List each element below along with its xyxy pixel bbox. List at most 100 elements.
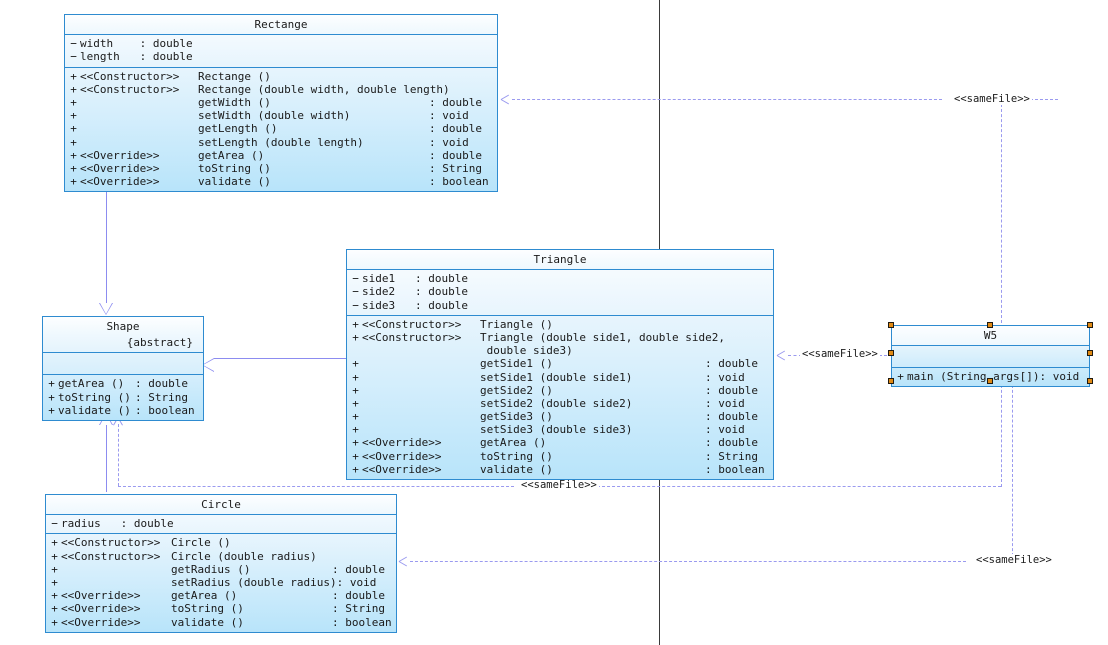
selection-handle-middle-left[interactable] <box>888 350 894 356</box>
operation-row-continuation: double side3) <box>347 344 773 357</box>
selection-handle-top-center[interactable] <box>987 322 993 328</box>
operation-row: + setWidth (double width) : void <box>65 109 497 122</box>
class-box-circle[interactable]: Circle − radius : double + <<Constructor… <box>45 494 397 633</box>
operation-visibility: + <box>897 370 904 384</box>
operation-signature: setRadius (double radius) <box>171 575 337 589</box>
attribute-row: − length : double <box>65 50 497 63</box>
generalization-circle-shape-line <box>106 425 107 492</box>
class-title-rectange: Rectange <box>65 15 497 35</box>
operation-visibility: + <box>352 410 359 424</box>
operation-visibility: + <box>51 575 58 589</box>
operation-return-type: : double <box>332 589 385 603</box>
generalization-rectange-shape-arrowhead <box>99 303 113 315</box>
attribute-signature: width : double <box>80 37 193 51</box>
operation-row: + <<Override>> validate () : boolean <box>65 175 497 188</box>
class-box-shape[interactable]: Shape {abstract} + getArea () : double +… <box>42 316 204 421</box>
operation-visibility: + <box>352 357 359 371</box>
class-box-triangle[interactable]: Triangle − side1 : double − side2 : doub… <box>346 249 774 481</box>
class-title-circle: Circle <box>46 495 396 515</box>
operation-stereotype: <<Override>> <box>80 175 160 189</box>
operation-visibility: + <box>70 161 77 175</box>
attribute-signature: side3 : double <box>362 298 468 312</box>
operation-visibility: + <box>51 602 58 616</box>
operation-row: + setSide2 (double side2) : void <box>347 397 773 410</box>
class-box-main[interactable]: W5 + main (String args[]) : void <box>891 325 1090 388</box>
class-operations-shape: + getArea () : double + toString () : St… <box>43 374 203 420</box>
operation-stereotype: <<Override>> <box>61 602 141 616</box>
operation-signature: toString () <box>480 449 553 463</box>
operation-visibility: + <box>51 562 58 576</box>
operation-signature: double side3) <box>480 344 573 358</box>
dependency-main-rectange-horizontal <box>512 99 942 100</box>
operation-visibility: + <box>70 95 77 109</box>
operation-visibility: + <box>70 148 77 162</box>
dependency-main-triangle-horizontal-right <box>874 355 887 356</box>
operation-signature: validate () <box>480 462 553 476</box>
operation-stereotype: <<Override>> <box>80 161 160 175</box>
attribute-signature: radius : double <box>61 517 174 531</box>
operation-visibility: + <box>48 390 55 404</box>
operation-row: + setLength (double length) : void <box>65 136 497 149</box>
operation-row: + setSide3 (double side3) : void <box>347 423 773 436</box>
operation-return-type: : void <box>429 135 469 149</box>
operation-row: + <<Constructor>> Rectange (double width… <box>65 83 497 96</box>
operation-stereotype: <<Override>> <box>362 436 442 450</box>
operation-row: + <<Override>> validate () : boolean <box>46 616 396 629</box>
operation-signature: setLength (double length) <box>198 135 364 149</box>
attribute-visibility: − <box>51 517 58 531</box>
operation-signature: validate () <box>198 175 271 189</box>
operation-visibility: + <box>70 122 77 136</box>
operation-row: + <<Constructor>> Circle (double radius) <box>46 550 396 563</box>
operation-signature: getArea () <box>480 436 547 450</box>
operation-row: + <<Override>> getArea () : double <box>347 436 773 449</box>
operation-return-type: : String <box>135 390 188 404</box>
operation-stereotype: <<Constructor>> <box>362 330 462 344</box>
operation-visibility: + <box>352 383 359 397</box>
operation-visibility: + <box>352 317 359 331</box>
operation-row: + setRadius (double radius) : void <box>46 576 396 589</box>
operation-visibility: + <box>352 330 359 344</box>
dependency-shape-row-horizontal-right <box>592 486 1001 487</box>
operation-row: + validate () : boolean <box>43 404 203 417</box>
selection-handle-top-right[interactable] <box>1087 322 1093 328</box>
operation-signature: getWidth () <box>198 95 271 109</box>
attribute-row: − side1 : double <box>347 272 773 285</box>
operation-row: + getSide3 () : double <box>347 410 773 423</box>
operation-stereotype: <<Override>> <box>362 449 442 463</box>
operation-signature: getArea () <box>171 589 238 603</box>
class-attributes-main <box>892 345 1089 367</box>
selection-handle-middle-right[interactable] <box>1087 350 1093 356</box>
operation-row: + getLength () : double <box>65 122 497 135</box>
operation-signature: validate () <box>58 403 131 417</box>
selection-handle-bottom-left[interactable] <box>888 378 894 384</box>
operation-stereotype: <<Override>> <box>61 615 141 629</box>
generalization-triangle-shape-line <box>214 358 346 359</box>
operation-visibility: + <box>352 462 359 476</box>
dependency-shape-row-horizontal-left <box>118 486 514 487</box>
class-box-rectange[interactable]: Rectange − width : double − length : dou… <box>64 14 498 193</box>
operation-row: + <<Override>> toString () : String <box>46 602 396 615</box>
operation-row: + <<Override>> toString () : String <box>65 162 497 175</box>
operation-signature: Triangle (double side1, double side2, <box>480 330 726 344</box>
attribute-signature: side2 : double <box>362 285 468 299</box>
operation-return-type: : boolean <box>705 462 765 476</box>
attribute-row: − width : double <box>65 37 497 50</box>
operation-visibility: + <box>352 436 359 450</box>
class-operations-rectange: + <<Constructor>> Rectange () + <<Constr… <box>65 66 497 192</box>
operation-signature: main (String args[]) <box>907 370 1040 384</box>
selection-handle-bottom-right[interactable] <box>1087 378 1093 384</box>
selection-handle-bottom-center[interactable] <box>987 378 993 384</box>
class-attributes-circle: − radius : double <box>46 514 396 533</box>
operation-return-type: : void <box>705 423 745 437</box>
class-title-main: W5 <box>892 326 1089 346</box>
attribute-visibility: − <box>70 37 77 51</box>
operation-signature: toString () <box>171 602 244 616</box>
operation-visibility: + <box>70 109 77 123</box>
operation-return-type: : double <box>705 383 758 397</box>
operation-return-type: : boolean <box>135 403 195 417</box>
selection-handle-top-left[interactable] <box>888 322 894 328</box>
operation-row: + <<Constructor>> Rectange () <box>65 70 497 83</box>
dependency-main-circle-label: <<sameFile>> <box>974 554 1054 566</box>
operation-stereotype: <<Constructor>> <box>61 549 161 563</box>
